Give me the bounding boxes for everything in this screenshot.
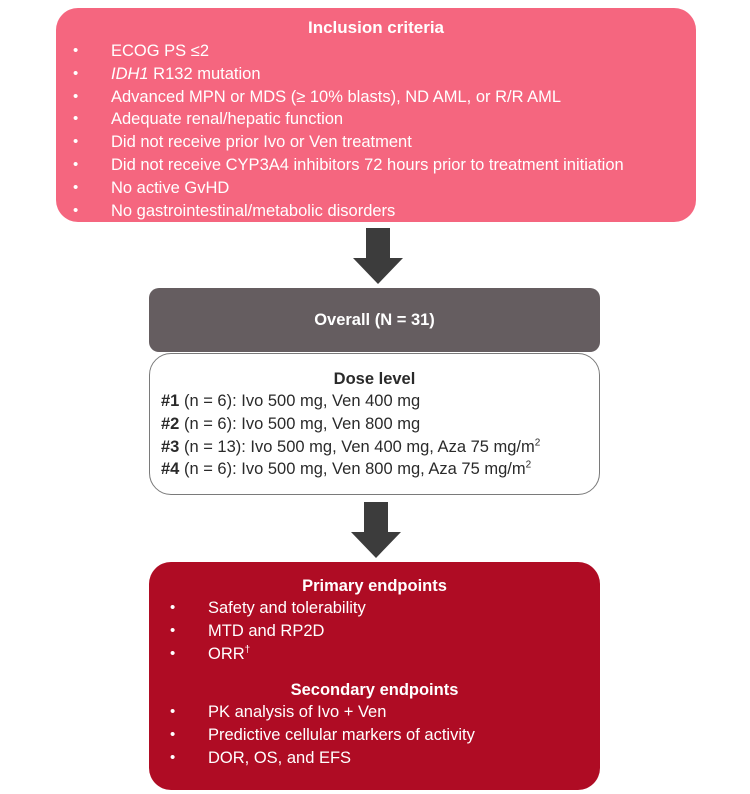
secondary-endpoint: •PK analysis of Ivo + Ven — [170, 701, 600, 724]
secondary-endpoints-title: Secondary endpoints — [290, 681, 459, 700]
bullet-icon: • — [170, 621, 176, 639]
bullet-icon: • — [73, 178, 79, 196]
inclusion-criterion: •IDH1 R132 mutation — [73, 63, 696, 86]
bullet-icon: • — [170, 726, 176, 744]
bullet-icon: • — [73, 133, 79, 151]
inclusion-criterion: •ECOG PS ≤2 — [73, 40, 696, 63]
primary-endpoint: •Safety and tolerability — [170, 597, 600, 620]
secondary-endpoint: •DOR, OS, and EFS — [170, 747, 600, 770]
bullet-icon: • — [73, 87, 79, 105]
inclusion-criteria-list: •ECOG PS ≤2 •IDH1 R132 mutation •Advance… — [73, 40, 696, 223]
dose-level-row: #1 (n = 6): Ivo 500 mg, Ven 400 mg — [161, 392, 421, 410]
inclusion-criteria-box: Inclusion criteria •ECOG PS ≤2 •IDH1 R13… — [56, 8, 696, 222]
bullet-icon: • — [170, 748, 176, 766]
dose-level-row: #3 (n = 13): Ivo 500 mg, Ven 400 mg, Aza… — [161, 437, 541, 456]
inclusion-criterion: •No active GvHD — [73, 177, 696, 200]
bullet-icon: • — [73, 201, 79, 219]
dose-level-row: #2 (n = 6): Ivo 500 mg, Ven 800 mg — [161, 414, 421, 433]
dose-level-box: Dose level #1 (n = 6): Ivo 500 mg, Ven 4… — [149, 353, 600, 495]
dose-level-row: #4 (n = 6): Ivo 500 mg, Ven 800 mg, Aza … — [161, 459, 532, 479]
bullet-icon: • — [73, 110, 79, 128]
inclusion-criterion: •Adequate renal/hepatic function — [73, 108, 696, 131]
bullet-icon: • — [170, 599, 176, 616]
gene-name: IDH1 — [111, 64, 149, 83]
bullet-icon: • — [73, 42, 79, 59]
dose-level-title: Dose level — [333, 370, 416, 388]
inclusion-criterion: •No gastrointestinal/metabolic disorders — [73, 200, 696, 223]
bullet-icon: • — [170, 703, 176, 721]
secondary-endpoint: •Predictive cellular markers of activity — [170, 724, 600, 747]
primary-endpoints-title: Primary endpoints — [302, 577, 447, 595]
bullet-icon: • — [73, 64, 79, 82]
endpoints-box: Primary endpoints •Safety and tolerabili… — [149, 562, 600, 790]
primary-endpoints-list: •Safety and tolerability •MTD and RP2D •… — [170, 597, 600, 666]
bullet-icon: • — [73, 155, 79, 173]
primary-endpoint: •MTD and RP2D — [170, 620, 600, 643]
inclusion-criteria-title: Inclusion criteria — [307, 18, 445, 37]
overall-cohort-box: Overall (N = 31) — [149, 288, 600, 352]
inclusion-criterion: •Did not receive prior Ivo or Ven treatm… — [73, 131, 696, 154]
bullet-icon: • — [170, 644, 176, 662]
inclusion-criterion: •Advanced MPN or MDS (≥ 10% blasts), ND … — [73, 86, 696, 109]
down-arrow-icon — [351, 502, 401, 558]
footnote-mark: † — [244, 644, 251, 656]
primary-endpoint: •ORR† — [170, 643, 600, 666]
inclusion-criterion: •Did not receive CYP3A4 inhibitors 72 ho… — [73, 154, 696, 177]
overall-cohort-label: Overall (N = 31) — [314, 311, 435, 329]
secondary-endpoints-list: •PK analysis of Ivo + Ven •Predictive ce… — [170, 701, 600, 770]
down-arrow-icon — [353, 228, 403, 284]
